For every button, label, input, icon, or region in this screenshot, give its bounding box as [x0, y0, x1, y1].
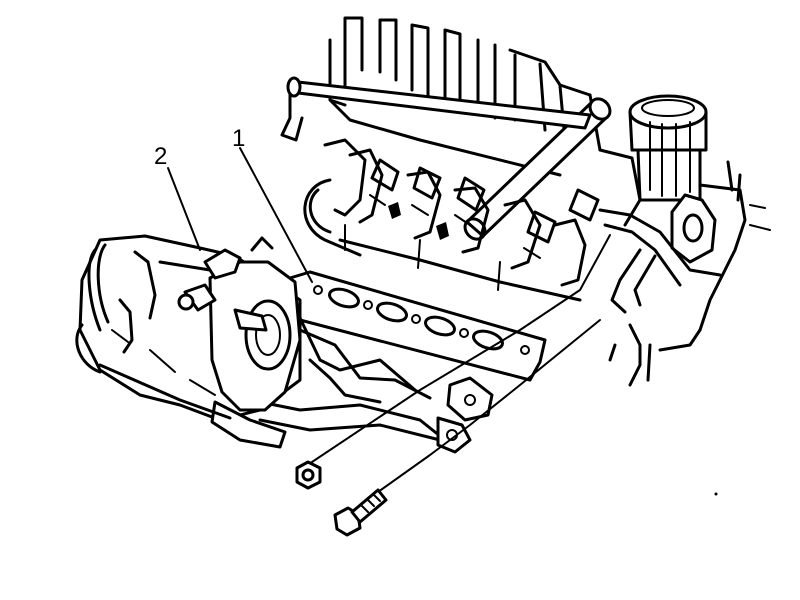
callout-label-1: 1: [232, 125, 245, 152]
callout-label-2: 2: [154, 143, 167, 170]
lifting-bracket: [670, 193, 717, 264]
callout-leaders: [167, 147, 313, 283]
intake-manifold: [75, 234, 494, 454]
manifold-nut: [295, 460, 322, 490]
fuel-injectors: [369, 158, 600, 259]
stray-dot: [714, 492, 718, 496]
oil-filler-cap: [628, 94, 708, 202]
fastener-leader-lines: [299, 234, 611, 493]
manifold-bolt: [333, 488, 388, 537]
coolant-hose: [303, 178, 722, 314]
cylinder-head-ports: [323, 138, 587, 302]
